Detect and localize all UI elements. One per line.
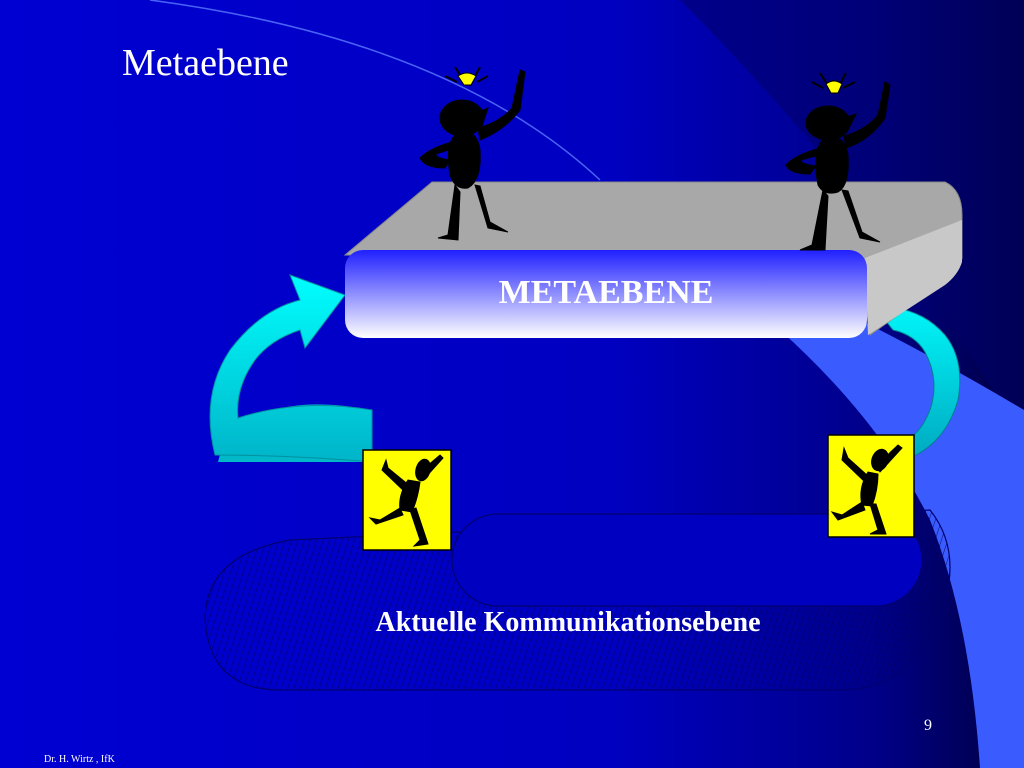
- communication-level-label: Aktuelle Kommunikationsebene: [375, 607, 761, 638]
- thinking-figure-icon: [419, 66, 526, 241]
- meta-level-box: [343, 181, 963, 338]
- light-blue-band: [780, 320, 1024, 768]
- page-number: 9: [924, 717, 932, 734]
- dancing-figure-icon: [362, 449, 452, 551]
- lightbulb-icon: [825, 80, 843, 94]
- slide-title: Metaebene: [122, 42, 289, 84]
- curved-arrow-icon: [209, 274, 373, 463]
- decorative-curve: [149, 0, 601, 181]
- footer-author: Dr. H. Wirtz , IfK: [44, 754, 115, 765]
- dark-corner: [680, 0, 1024, 440]
- thinking-figure-icon: [785, 72, 891, 251]
- dancing-figure-icon: [827, 434, 915, 538]
- communication-cylinder: [204, 509, 951, 691]
- lightbulb-icon: [457, 72, 477, 86]
- meta-level-label: METAEBENE: [498, 274, 714, 311]
